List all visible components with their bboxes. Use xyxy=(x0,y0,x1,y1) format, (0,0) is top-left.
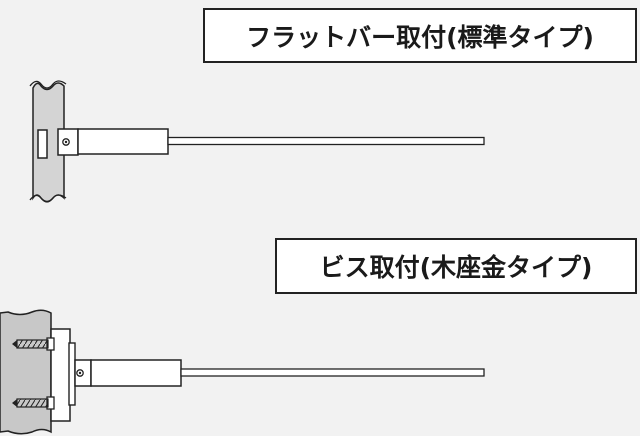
flat-bar-mount-illustration xyxy=(29,80,485,203)
flat-bar-plate xyxy=(37,129,48,159)
wood-beam xyxy=(0,309,52,435)
rod-sleeve xyxy=(77,128,169,155)
rod-sleeve xyxy=(90,359,182,387)
screw-lower xyxy=(12,398,49,408)
screw-mount-label: ビス取付(木座金タイプ) xyxy=(275,238,637,294)
screw-upper xyxy=(12,339,49,349)
mount-plate xyxy=(68,342,76,406)
rod xyxy=(167,136,485,146)
flat-bar-mount-label: フラットバー取付(標準タイプ) xyxy=(203,8,637,63)
rod xyxy=(180,368,485,377)
screw-mount-illustration xyxy=(0,309,485,435)
